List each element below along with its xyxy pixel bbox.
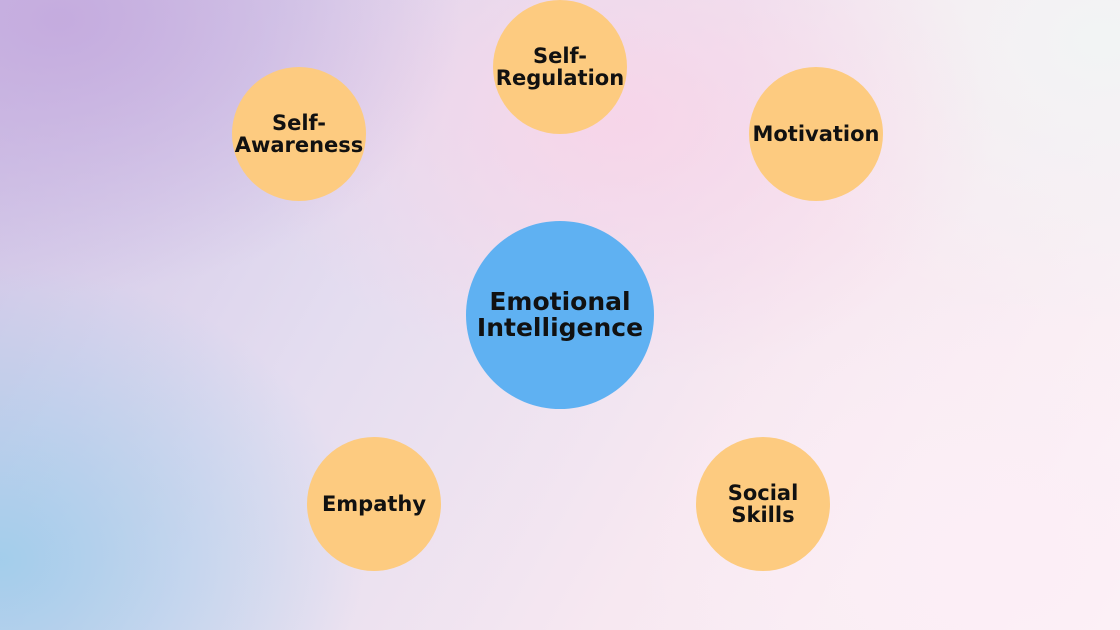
motivation-label: Motivation xyxy=(752,121,880,146)
social-skills-label: Social Skills xyxy=(727,480,799,527)
social-skills-node: Social Skills xyxy=(696,437,830,571)
empathy-node: Empathy xyxy=(307,437,441,571)
self-regulation-label: Self- Regulation xyxy=(495,43,625,90)
self-awareness-label: Self- Awareness xyxy=(234,110,364,157)
emotional-intelligence-label: Emotional Intelligence xyxy=(476,286,644,342)
emotional-intelligence-node: Emotional Intelligence xyxy=(466,221,654,409)
empathy-label: Empathy xyxy=(321,491,427,516)
self-awareness-node: Self- Awareness xyxy=(232,67,366,201)
motivation-node: Motivation xyxy=(749,67,883,201)
self-regulation-node: Self- Regulation xyxy=(493,0,627,134)
